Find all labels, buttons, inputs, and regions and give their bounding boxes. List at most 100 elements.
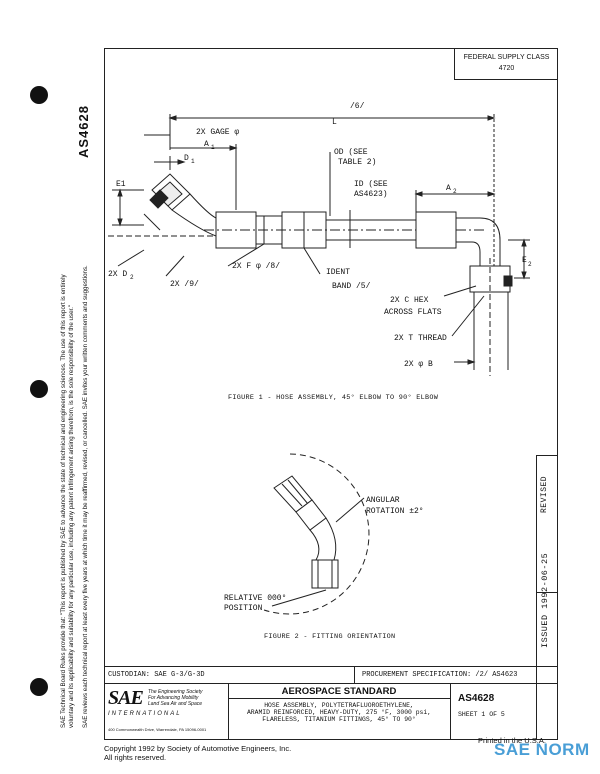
figure-1-drawing: /6/ L 2X GAGE φ A 1 D 1 E1 OD (SEE TABLE… [108, 102, 532, 376]
leader-angular [335, 497, 365, 523]
fsc-label: FEDERAL SUPPLY CLASS [463, 54, 550, 61]
org-text: The Engineering Society For Advancing Mo… [148, 689, 202, 707]
label-hex-1: 2X C HEX [390, 296, 429, 305]
figure-1-caption: FIGURE 1 - HOSE ASSEMBLY, 45° ELBOW TO 9… [228, 394, 439, 402]
rotation-arc [263, 453, 370, 615]
punch-hole-top [30, 86, 48, 104]
arrow-head [168, 115, 177, 121]
punch-hole-middle [30, 380, 48, 398]
sae-norm-watermark: SAE NORM [494, 740, 590, 759]
label-b: 2X φ B [404, 360, 433, 369]
punch-hole-bottom [30, 678, 48, 696]
number-cell: AS4628 SHEET 1 OF 5 [450, 683, 558, 739]
fitting-lower [309, 517, 339, 589]
label-L: L [332, 118, 337, 127]
document-number-margin: AS4628 [76, 105, 91, 158]
label-2x-f: 2X F φ /8/ [232, 262, 280, 271]
issued-date: ISSUED 1992-06-25 [540, 552, 550, 648]
drawing-frame [104, 48, 558, 740]
elbow-45-fitting [143, 173, 217, 237]
title-line-2: ARAMID REINFORCED, HEAVY-DUTY, 275 °F, 3… [246, 709, 432, 716]
leader-relative [271, 589, 327, 607]
org-address: 400 Commonwealth Drive, Warrendale, PA 1… [108, 727, 207, 732]
label-ident-2: BAND /5/ [332, 282, 371, 291]
figure-2-drawing: ANGULAR ROTATION ±2° RELATIVE 000° POSIT… [224, 453, 424, 615]
label-id-2: AS4623) [354, 190, 388, 199]
label-ident-1: IDENT [326, 268, 350, 277]
label-six: /6/ [350, 102, 365, 111]
federal-supply-class-box: FEDERAL SUPPLY CLASS 4720 [454, 48, 558, 80]
label-2x-nine: 2X /9/ [170, 280, 199, 289]
label-gage: 2X GAGE φ [196, 128, 239, 137]
leader-ident [303, 247, 321, 275]
fsc-value: 4720 [498, 65, 515, 72]
leader-D2 [117, 249, 145, 267]
issue-strip-mid [536, 592, 558, 593]
leader-9 [165, 255, 185, 277]
rules-line-3: SAE reviews each technical report at lea… [81, 265, 89, 728]
label-od-2: TABLE 2) [338, 158, 376, 167]
org-line-2: For Advancing Mobility [148, 695, 199, 701]
label-A2: A [446, 184, 451, 193]
arrow-head [521, 238, 527, 247]
printed-text: Printed in the U.S.A. [478, 736, 546, 745]
fitting-upper [273, 475, 327, 531]
label-d2-sub: 2 [130, 274, 134, 281]
issue-strip-top [536, 455, 558, 456]
label-relative-1: RELATIVE 000° [224, 594, 286, 603]
label-angular-1: ANGULAR [366, 496, 400, 505]
copyright-text: Copyright 1992 by Society of Automotive … [104, 744, 292, 753]
label-id-1: ID (SEE [354, 180, 388, 189]
doc-number: AS4628 [458, 693, 495, 704]
title-line-1: HOSE ASSEMBLY, POLYTETRAFLUOROETHYLENE, [264, 702, 414, 709]
leader-hex [443, 285, 477, 297]
arrow-head [414, 191, 423, 197]
leader-F [227, 243, 265, 267]
revised-label: REVISED [540, 475, 549, 513]
leader-thread [451, 295, 485, 337]
label-thread: 2X T THREAD [394, 334, 447, 343]
label-E2: E [522, 256, 527, 265]
logo-cell: SAE The Engineering Society For Advancin… [104, 683, 229, 739]
socket-right [415, 211, 457, 249]
rules-line-2: voluntary and its applicability and suit… [67, 304, 75, 728]
arrow-head [487, 191, 496, 197]
elbow-90-inner [456, 241, 481, 266]
footer-left: Copyright 1992 by Society of Automotive … [104, 744, 291, 762]
arrow-head [177, 159, 186, 165]
label-angular-2: ROTATION ±2° [366, 507, 424, 516]
issue-strip-divider [536, 455, 537, 740]
sae-rules-text: SAE Technical Board Rules provide that: … [60, 265, 89, 728]
custodian-row: CUSTODIAN: SAE G-3/G-3D PROCUREMENT SPEC… [104, 667, 558, 684]
label-E2-sub: 2 [528, 261, 532, 268]
label-od-1: OD (SEE [334, 148, 368, 157]
label-A1-sub: 1 [211, 144, 215, 151]
org-international: INTERNATIONAL [108, 711, 182, 717]
sheet-number: SHEET 1 OF 5 [458, 711, 505, 718]
rules-line-1: SAE Technical Board Rules provide that: … [60, 274, 67, 728]
arrow-head [487, 115, 496, 121]
label-D1: D [184, 154, 189, 163]
label-hex-2: ACROSS FLATS [384, 308, 442, 317]
standard-label: AEROSPACE STANDARD [228, 683, 450, 699]
title-cell: AEROSPACE STANDARD HOSE ASSEMBLY, POLYTE… [228, 683, 451, 739]
title-block: CUSTODIAN: SAE G-3/G-3D PROCUREMENT SPEC… [104, 666, 558, 740]
elbow-90-outer [456, 217, 501, 266]
title-line-3: FLARELESS, TITANIUM FITTINGS, 45° TO 90° [262, 716, 416, 723]
org-line-3: Land Sea Air and Space [148, 701, 203, 707]
nut-flat [503, 275, 513, 287]
label-A1: A [204, 140, 209, 149]
rights-text: All rights reserved. [104, 753, 167, 762]
arrow-head [117, 218, 123, 227]
label-D1-sub: 1 [191, 158, 195, 165]
custodian-text: CUSTODIAN: SAE G-3/G-3D [108, 671, 205, 679]
label-relative-2: POSITION [224, 604, 263, 613]
arrow-head [229, 145, 238, 151]
custodian-divider [354, 667, 355, 683]
sae-logo: SAE [108, 687, 144, 709]
arrow-head [117, 188, 123, 197]
org-line-1: The Engineering Society [148, 689, 203, 695]
label-A2-sub: 2 [453, 188, 457, 195]
label-E1: E1 [116, 180, 126, 189]
figure-2-caption: FIGURE 2 - FITTING ORIENTATION [264, 633, 396, 641]
